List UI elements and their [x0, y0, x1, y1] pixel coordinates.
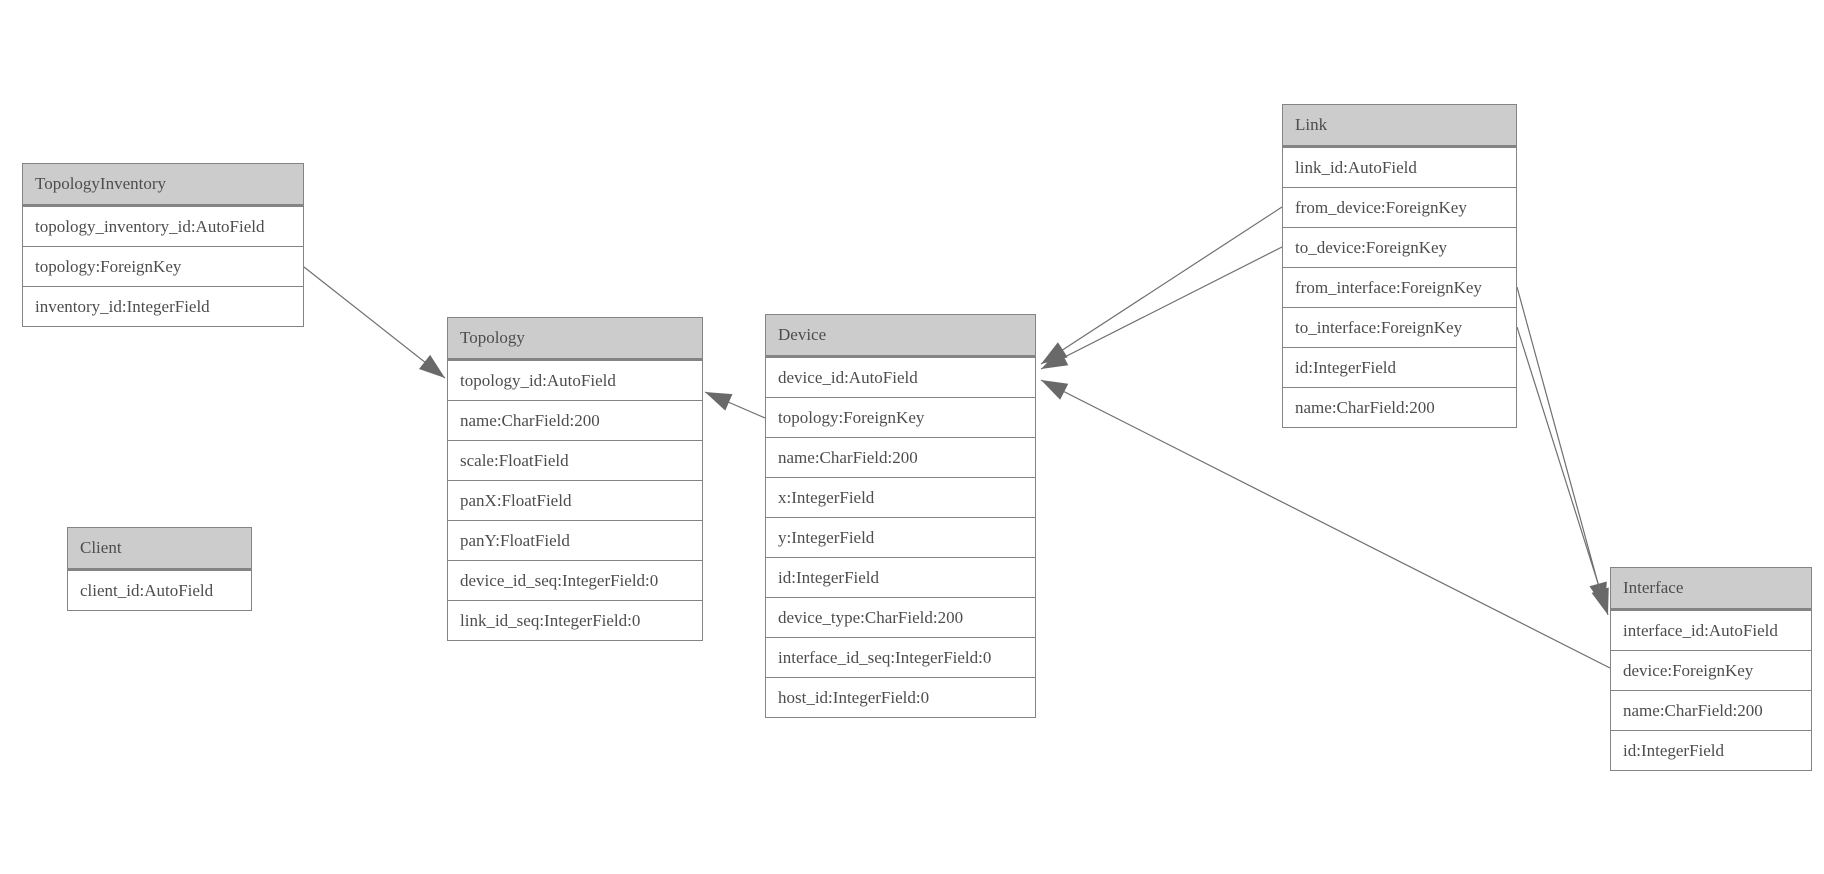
field-row: to_interface:ForeignKey: [1283, 307, 1516, 347]
field-row: device:ForeignKey: [1611, 650, 1811, 690]
field-row: id:IntegerField: [766, 557, 1035, 597]
field-row: device_type:CharField:200: [766, 597, 1035, 637]
entity-title: Device: [766, 315, 1035, 357]
relation-link-from_device-to-device: [1040, 206, 1283, 365]
relation-device-topology-to-topology: [704, 391, 766, 419]
field-row: topology_inventory_id:AutoField: [23, 206, 303, 246]
field-row: client_id:AutoField: [68, 570, 251, 610]
field-row: from_device:ForeignKey: [1283, 187, 1516, 227]
field-row: name:CharField:200: [448, 400, 702, 440]
relation-link-to_device-to-device: [1040, 246, 1283, 370]
field-row: id:IntegerField: [1283, 347, 1516, 387]
relation-link-to_interface-to-interface: [1516, 326, 1609, 616]
field-row: device_id_seq:IntegerField:0: [448, 560, 702, 600]
field-row: host_id:IntegerField:0: [766, 677, 1035, 717]
field-row: panY:FloatField: [448, 520, 702, 560]
entity-title: Client: [68, 528, 251, 570]
field-row: name:CharField:200: [1611, 690, 1811, 730]
field-row: y:IntegerField: [766, 517, 1035, 557]
field-row: x:IntegerField: [766, 477, 1035, 517]
field-row: from_interface:ForeignKey: [1283, 267, 1516, 307]
entity-title: Interface: [1611, 568, 1811, 610]
field-row: topology:ForeignKey: [766, 397, 1035, 437]
field-row: interface_id:AutoField: [1611, 610, 1811, 650]
entity-title: Topology: [448, 318, 702, 360]
relation-link-from_interface-to-interface: [1516, 286, 1607, 610]
field-row: interface_id_seq:IntegerField:0: [766, 637, 1035, 677]
field-row: topology_id:AutoField: [448, 360, 702, 400]
field-row: device_id:AutoField: [766, 357, 1035, 397]
field-row: scale:FloatField: [448, 440, 702, 480]
field-row: inventory_id:IntegerField: [23, 286, 303, 326]
relation-topologyinventory-topology-to-topology: [303, 266, 446, 379]
field-row: link_id:AutoField: [1283, 147, 1516, 187]
field-row: to_device:ForeignKey: [1283, 227, 1516, 267]
field-row: panX:FloatField: [448, 480, 702, 520]
field-row: name:CharField:200: [766, 437, 1035, 477]
entity-title: TopologyInventory: [23, 164, 303, 206]
field-row: topology:ForeignKey: [23, 246, 303, 286]
field-row: link_id_seq:IntegerField:0: [448, 600, 702, 640]
field-row: name:CharField:200: [1283, 387, 1516, 427]
field-row: id:IntegerField: [1611, 730, 1811, 770]
entity-title: Link: [1283, 105, 1516, 147]
